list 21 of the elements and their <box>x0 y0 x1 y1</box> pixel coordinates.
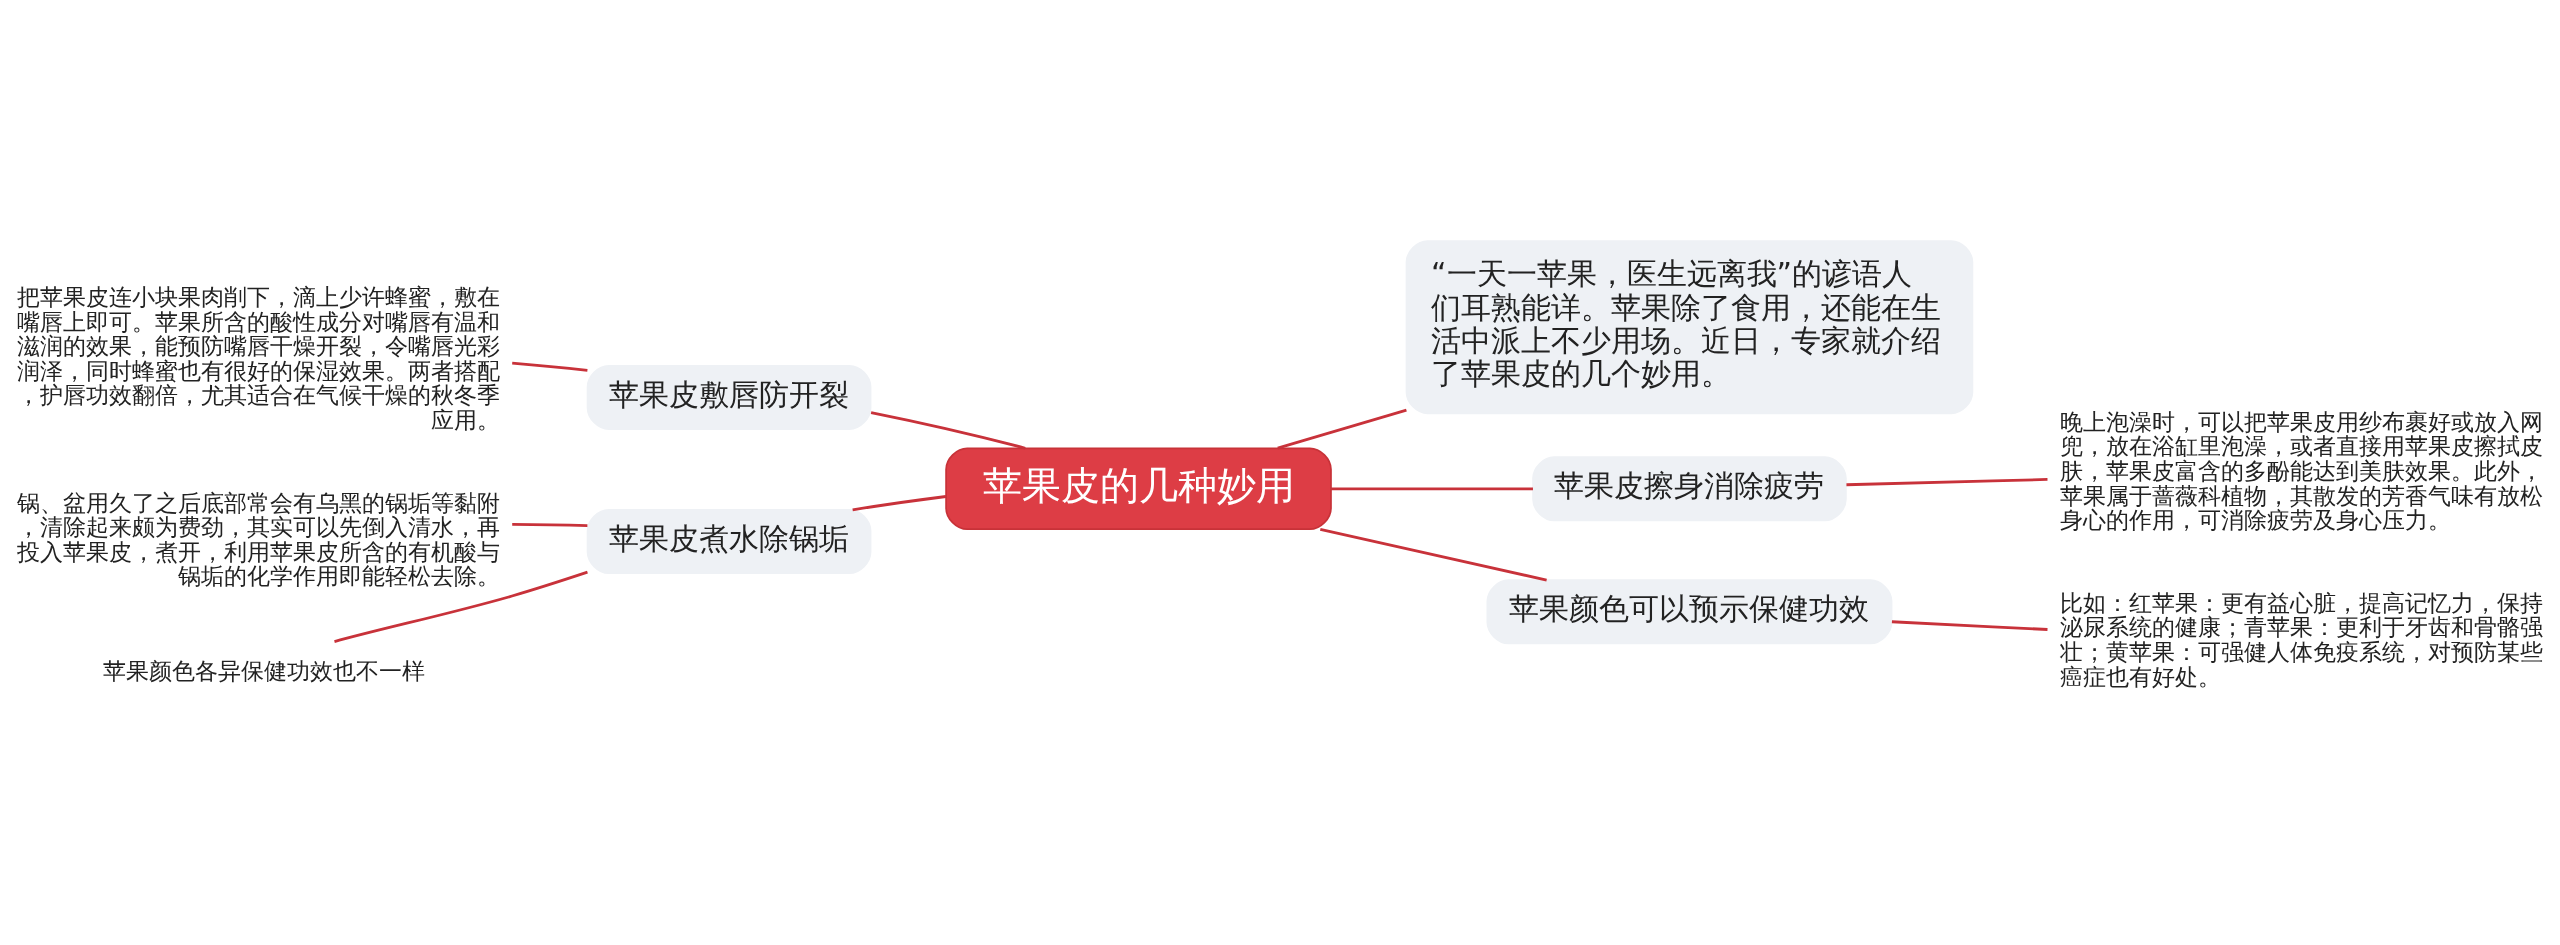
node-text: 苹果颜色各异保健功效也不一样 <box>103 657 426 684</box>
connector <box>334 570 588 643</box>
connector <box>870 410 1026 450</box>
node-box: 苹果皮煮水除锅垢 <box>586 508 872 574</box>
connector <box>1846 477 2048 486</box>
connector <box>1331 486 1533 490</box>
connector <box>512 361 588 372</box>
node-text: 晚上泡澡时，可以把苹果皮用纱布裹好或放入网兜，放在浴缸里泡澡，或者直接用苹果皮擦拭皮肤，苹果皮富含的多酚能达到美肤效果。此外，苹果属于蔷薇科植物，其散发的芳香气味有放松身心的作用，可消除疲劳及身心压力。 <box>2060 408 2544 533</box>
connector <box>1891 619 2048 631</box>
node-box: 苹果颜色可以预示保健功效 <box>1486 578 1893 644</box>
node-text: 把苹果皮连小块果肉削下，滴上少许蜂蜜，敷在嘴唇上即可。苹果所含的酸性成分对嘴唇有温和滋润的效果，能预防嘴唇干燥开裂，令嘴唇光彩润泽，同时蜂蜜也有很好的保湿效果。两者搭配，护唇功效翻倍，尤其适合在气候干燥的秋冬季应用。 <box>16 283 500 433</box>
node-box: 苹果皮的几种妙用 <box>945 447 1332 530</box>
node-box: 苹果皮敷唇防开裂 <box>586 364 872 430</box>
node-text: 锅、盆用久了之后底部常会有乌黑的锅垢等黏附，清除起来颇为费劲，其实可以先倒入清水，再投入苹果皮，煮开，利用苹果皮所含的有机酸与锅垢的化学作用即能轻松去除。 <box>16 489 500 589</box>
connector <box>852 494 947 511</box>
node-box: 苹果皮擦身消除疲劳 <box>1532 455 1847 521</box>
connector <box>512 522 588 527</box>
connector <box>1277 408 1407 450</box>
node-box: “一天一苹果，医生远离我”的谚语人们耳熟能详。苹果除了食用，还能在生活中派上不少用场。近日，专家就介绍了苹果皮的几个妙用。 <box>1405 239 1974 414</box>
node-text: 比如：红苹果：更有益心脏，提高记忆力，保持泌尿系统的健康；青苹果：更利于牙齿和骨骼强壮；黄苹果：可强健人体免疫系统，对预防某些癌症也有好处。 <box>2060 589 2544 690</box>
connector <box>1320 527 1547 581</box>
